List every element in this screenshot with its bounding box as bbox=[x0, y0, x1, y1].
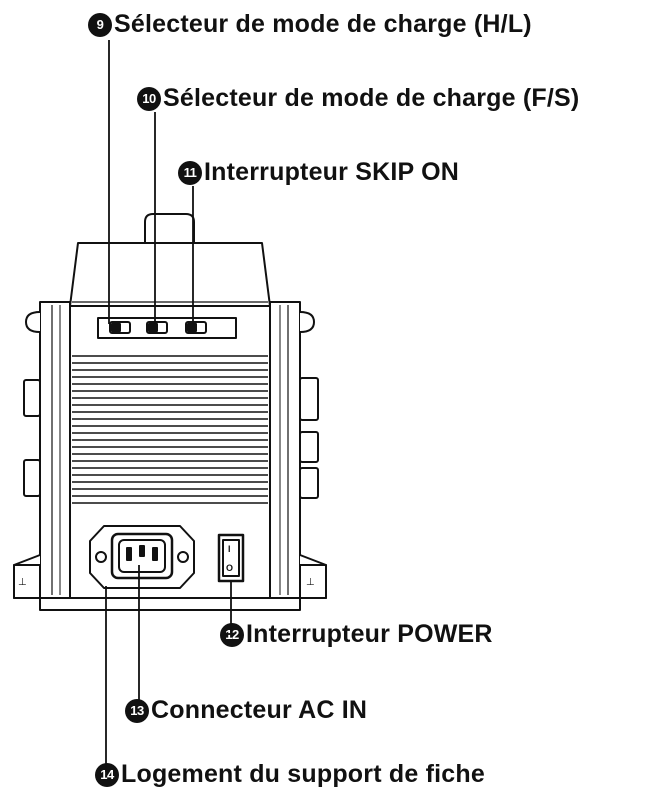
ac-in-connector bbox=[110, 532, 174, 580]
right-knob bbox=[299, 311, 315, 333]
right-side-frame bbox=[269, 301, 301, 599]
callout-13: 13 Connecteur AC IN bbox=[125, 696, 367, 725]
right-foot bbox=[299, 564, 327, 599]
plug-holder-slot bbox=[89, 525, 195, 589]
callout-14-number: 14 bbox=[95, 762, 119, 787]
callout-14: 14 Logement du support de fiche bbox=[95, 760, 485, 789]
callout-12: 12 Interrupteur POWER bbox=[220, 620, 493, 649]
ventilation-grille bbox=[72, 355, 268, 504]
power-switch bbox=[217, 533, 245, 583]
callout-11-label: Interrupteur SKIP ON bbox=[204, 158, 459, 186]
callout-13-label: Connecteur AC IN bbox=[151, 696, 368, 724]
callout-11: 11 Interrupteur SKIP ON bbox=[178, 158, 459, 187]
callout-12-number: 12 bbox=[220, 622, 244, 647]
charge-mode-fs-switch bbox=[146, 321, 168, 334]
ac-pin-left bbox=[126, 547, 132, 561]
callout-10-label: Sélecteur de mode de charge (F/S) bbox=[163, 84, 580, 112]
left-tab-upper bbox=[23, 379, 41, 417]
callout-9-label: Sélecteur de mode de charge (H/L) bbox=[114, 10, 532, 38]
power-off-mark: O bbox=[226, 563, 233, 573]
upper-block bbox=[69, 242, 271, 307]
switch-panel bbox=[97, 317, 237, 339]
left-side-frame bbox=[39, 301, 71, 599]
left-tab-lower bbox=[23, 459, 41, 497]
right-tab-lower bbox=[299, 467, 319, 499]
callout-11-number: 11 bbox=[178, 160, 202, 185]
power-on-mark: I bbox=[228, 544, 231, 554]
leader-lines bbox=[105, 40, 232, 772]
callout-9-number: 9 bbox=[88, 12, 112, 37]
left-knob bbox=[25, 311, 41, 333]
main-body bbox=[69, 305, 271, 599]
callout-9: 9 Sélecteur de mode de charge (H/L) bbox=[88, 10, 532, 39]
left-foot bbox=[13, 564, 41, 599]
right-tab-middle bbox=[299, 431, 319, 463]
callout-12-label: Interrupteur POWER bbox=[246, 620, 493, 648]
plug-holder-screw-right bbox=[177, 551, 189, 563]
callout-10: 10 Sélecteur de mode de charge (F/S) bbox=[137, 84, 579, 113]
top-bump bbox=[144, 213, 195, 245]
callout-13-number: 13 bbox=[125, 698, 149, 723]
callout-10-number: 10 bbox=[137, 86, 161, 111]
skip-on-switch bbox=[185, 321, 207, 334]
plug-holder-screw-left bbox=[95, 551, 107, 563]
ac-pin-right bbox=[152, 547, 158, 561]
callout-14-label: Logement du support de fiche bbox=[121, 760, 485, 788]
svg-text:⊥: ⊥ bbox=[18, 577, 27, 588]
right-tab-upper bbox=[299, 377, 319, 421]
ac-pin-center bbox=[139, 545, 145, 557]
bottom-plate bbox=[39, 597, 301, 611]
charge-mode-hl-switch bbox=[109, 321, 131, 334]
svg-text:⊥: ⊥ bbox=[306, 577, 315, 588]
